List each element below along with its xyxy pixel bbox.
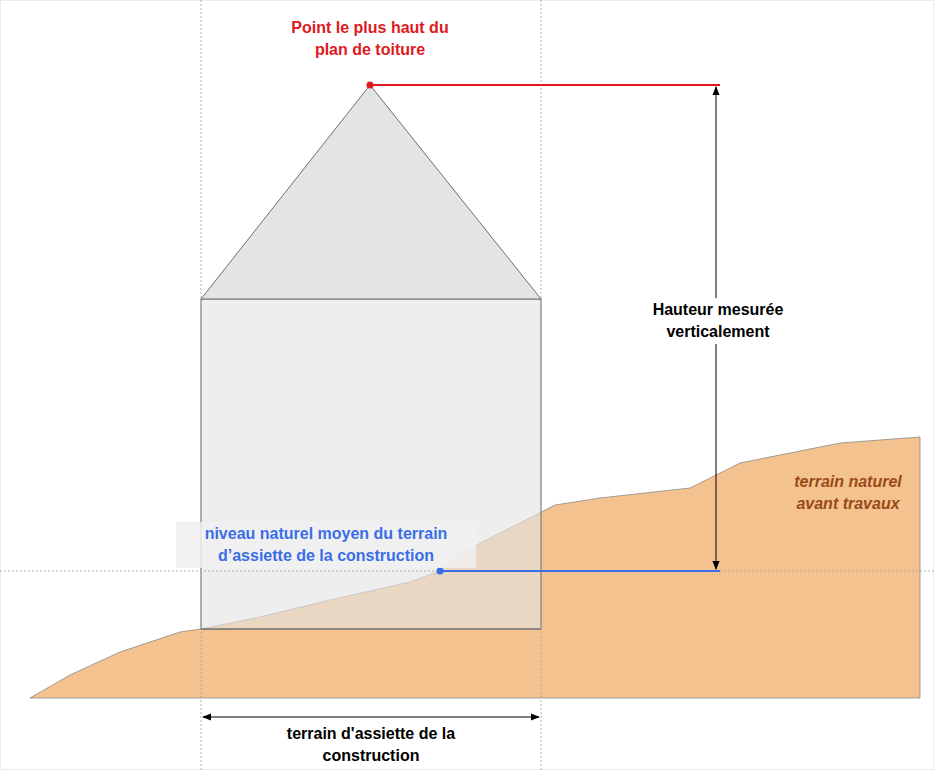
top-level-line [370,84,720,86]
mean-level-point [437,568,444,575]
plot-width-label: terrain d'assiette de la construction [281,722,461,768]
house-roof [201,85,541,299]
terrain-label: terrain naturel avant travaux [773,470,923,516]
height-label: Hauteur mesurée verticalement [638,298,798,344]
width-dimension [203,717,539,718]
house-walls [201,299,541,629]
guide-line-level [0,571,934,572]
floor-level [201,629,541,630]
top-point [367,82,374,89]
guide-line-left [201,0,202,770]
roof-top-label: Point le plus haut du plan de toiture [283,16,458,62]
mean-level-line [440,570,720,572]
guide-line-right [541,0,542,770]
mean-level-label: niveau naturel moyen du terrain d’assiet… [176,522,476,568]
